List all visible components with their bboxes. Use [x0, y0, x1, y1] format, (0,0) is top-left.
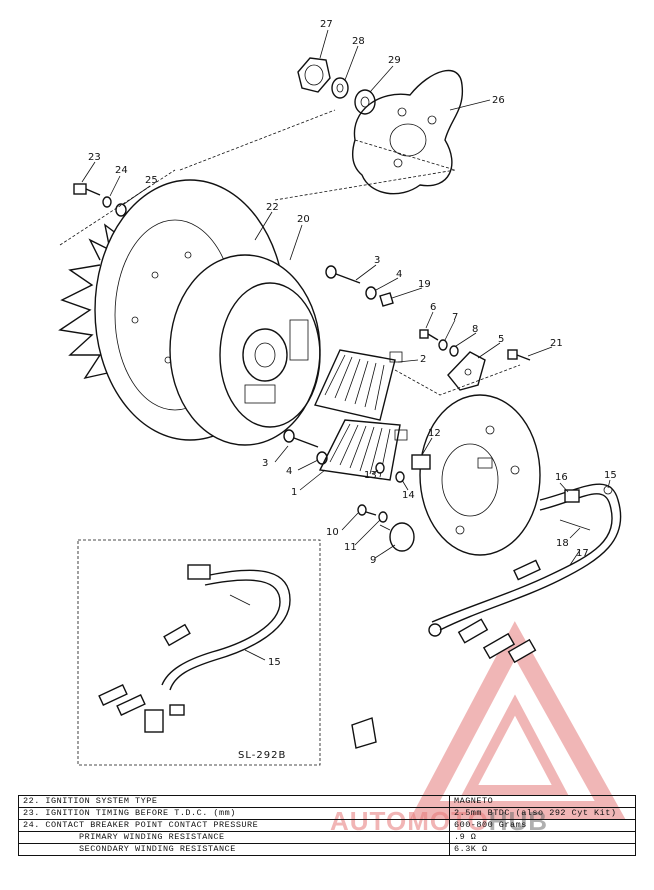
leader-lines [81, 29, 611, 661]
spec-value: MAGNETO [449, 795, 636, 808]
table-row: 24. CONTACT BREAKER POINT CONTACT PRESSU… [18, 819, 636, 832]
callout-3-upper: 3 [374, 255, 380, 266]
wire-harness-15-inset [98, 564, 291, 733]
table-row: SECONDARY WINDING RESISTANCE 6.3K Ω [18, 843, 636, 856]
washer-4-lower [316, 451, 328, 465]
callout-26: 26 [492, 95, 505, 106]
spec-value: 2.5mm BTDC (also 292 Cyt Kit) [449, 807, 636, 820]
callout-1: 1 [291, 487, 297, 498]
callout-27: 27 [320, 19, 333, 30]
screw-3-upper [325, 265, 361, 284]
callout-11: 11 [344, 542, 357, 553]
callout-14: 14 [402, 490, 415, 501]
spec-label: 22. IGNITION SYSTEM TYPE [18, 795, 450, 808]
screw-13 [375, 462, 385, 474]
spec-label: PRIMARY WINDING RESISTANCE [18, 831, 450, 844]
callout-25: 25 [145, 175, 158, 186]
stator-plate [419, 394, 541, 556]
bolt-23 [73, 183, 101, 196]
inset-code-label: SL-292B [238, 750, 286, 761]
spec-label: 23. IGNITION TIMING BEFORE T.D.C. (mm) [18, 807, 450, 820]
callout-15-main: 15 [604, 470, 617, 481]
ignition-coil-2 [314, 349, 403, 421]
spec-label: SECONDARY WINDING RESISTANCE [18, 843, 450, 856]
callout-4-lower: 4 [286, 466, 292, 477]
callout-3-lower: 3 [262, 458, 268, 469]
callout-24: 24 [115, 165, 128, 176]
table-row: 23. IGNITION TIMING BEFORE T.D.C. (mm) 2… [18, 807, 636, 820]
washer-4-upper [365, 286, 377, 300]
callout-16: 16 [555, 472, 568, 483]
washer-19 [379, 292, 394, 307]
callout-4-upper: 4 [396, 269, 402, 280]
dashed-guides-top [59, 109, 456, 246]
rotor-20 [169, 254, 321, 446]
condenser-12 [411, 454, 431, 470]
callout-18: 18 [556, 538, 569, 549]
callout-9: 9 [370, 555, 376, 566]
callout-8: 8 [472, 324, 478, 335]
spec-value: 6.3K Ω [449, 843, 636, 856]
callout-29: 29 [388, 55, 401, 66]
washer-14 [395, 471, 405, 483]
callout-12: 12 [428, 428, 441, 439]
table-row: 22. IGNITION SYSTEM TYPE MAGNETO [18, 795, 636, 808]
washer-11 [378, 511, 388, 523]
inset-box [77, 539, 321, 766]
callout-7: 7 [452, 312, 458, 323]
connector-clip [351, 717, 377, 749]
condenser-9 [379, 522, 415, 552]
screw-10 [357, 504, 377, 516]
callout-13: 13 [364, 470, 377, 481]
callout-23: 23 [88, 152, 101, 163]
callout-19: 19 [418, 279, 431, 290]
spec-table: 22. IGNITION SYSTEM TYPE MAGNETO 23. IGN… [18, 795, 636, 856]
callout-5: 5 [498, 334, 504, 345]
callout-15-inset: 15 [268, 657, 281, 668]
washer-25 [115, 203, 127, 217]
washer-24 [102, 196, 112, 208]
cam-plate-26 [352, 69, 464, 195]
callout-10: 10 [326, 527, 339, 538]
screw-6 [419, 329, 439, 341]
spec-label: 24. CONTACT BREAKER POINT CONTACT PRESSU… [18, 819, 450, 832]
table-row: PRIMARY WINDING RESISTANCE .9 Ω [18, 831, 636, 844]
spec-value: .9 Ω [449, 831, 636, 844]
screw-3-lower [283, 429, 319, 448]
callout-17: 17 [576, 548, 589, 559]
screw-21 [507, 349, 531, 361]
callout-28: 28 [352, 36, 365, 47]
callout-labels: 27 28 29 26 23 24 25 22 20 3 4 19 6 7 8 … [88, 19, 617, 761]
watermark-logo [410, 621, 626, 819]
washer-7 [438, 339, 448, 351]
callout-20: 20 [297, 214, 310, 225]
spec-value: 600-800 Grams [449, 819, 636, 832]
dashed-guide-breaker [394, 364, 521, 396]
washer-28 [331, 77, 349, 99]
callout-6: 6 [430, 302, 436, 313]
washer-8 [449, 345, 459, 357]
nut-27 [297, 57, 331, 93]
contact-breaker-5 [447, 351, 486, 391]
washer-29 [354, 89, 376, 115]
callout-2: 2 [420, 354, 426, 365]
callout-21: 21 [550, 338, 563, 349]
wire-harness-15-main [428, 483, 622, 664]
callout-22: 22 [266, 202, 279, 213]
